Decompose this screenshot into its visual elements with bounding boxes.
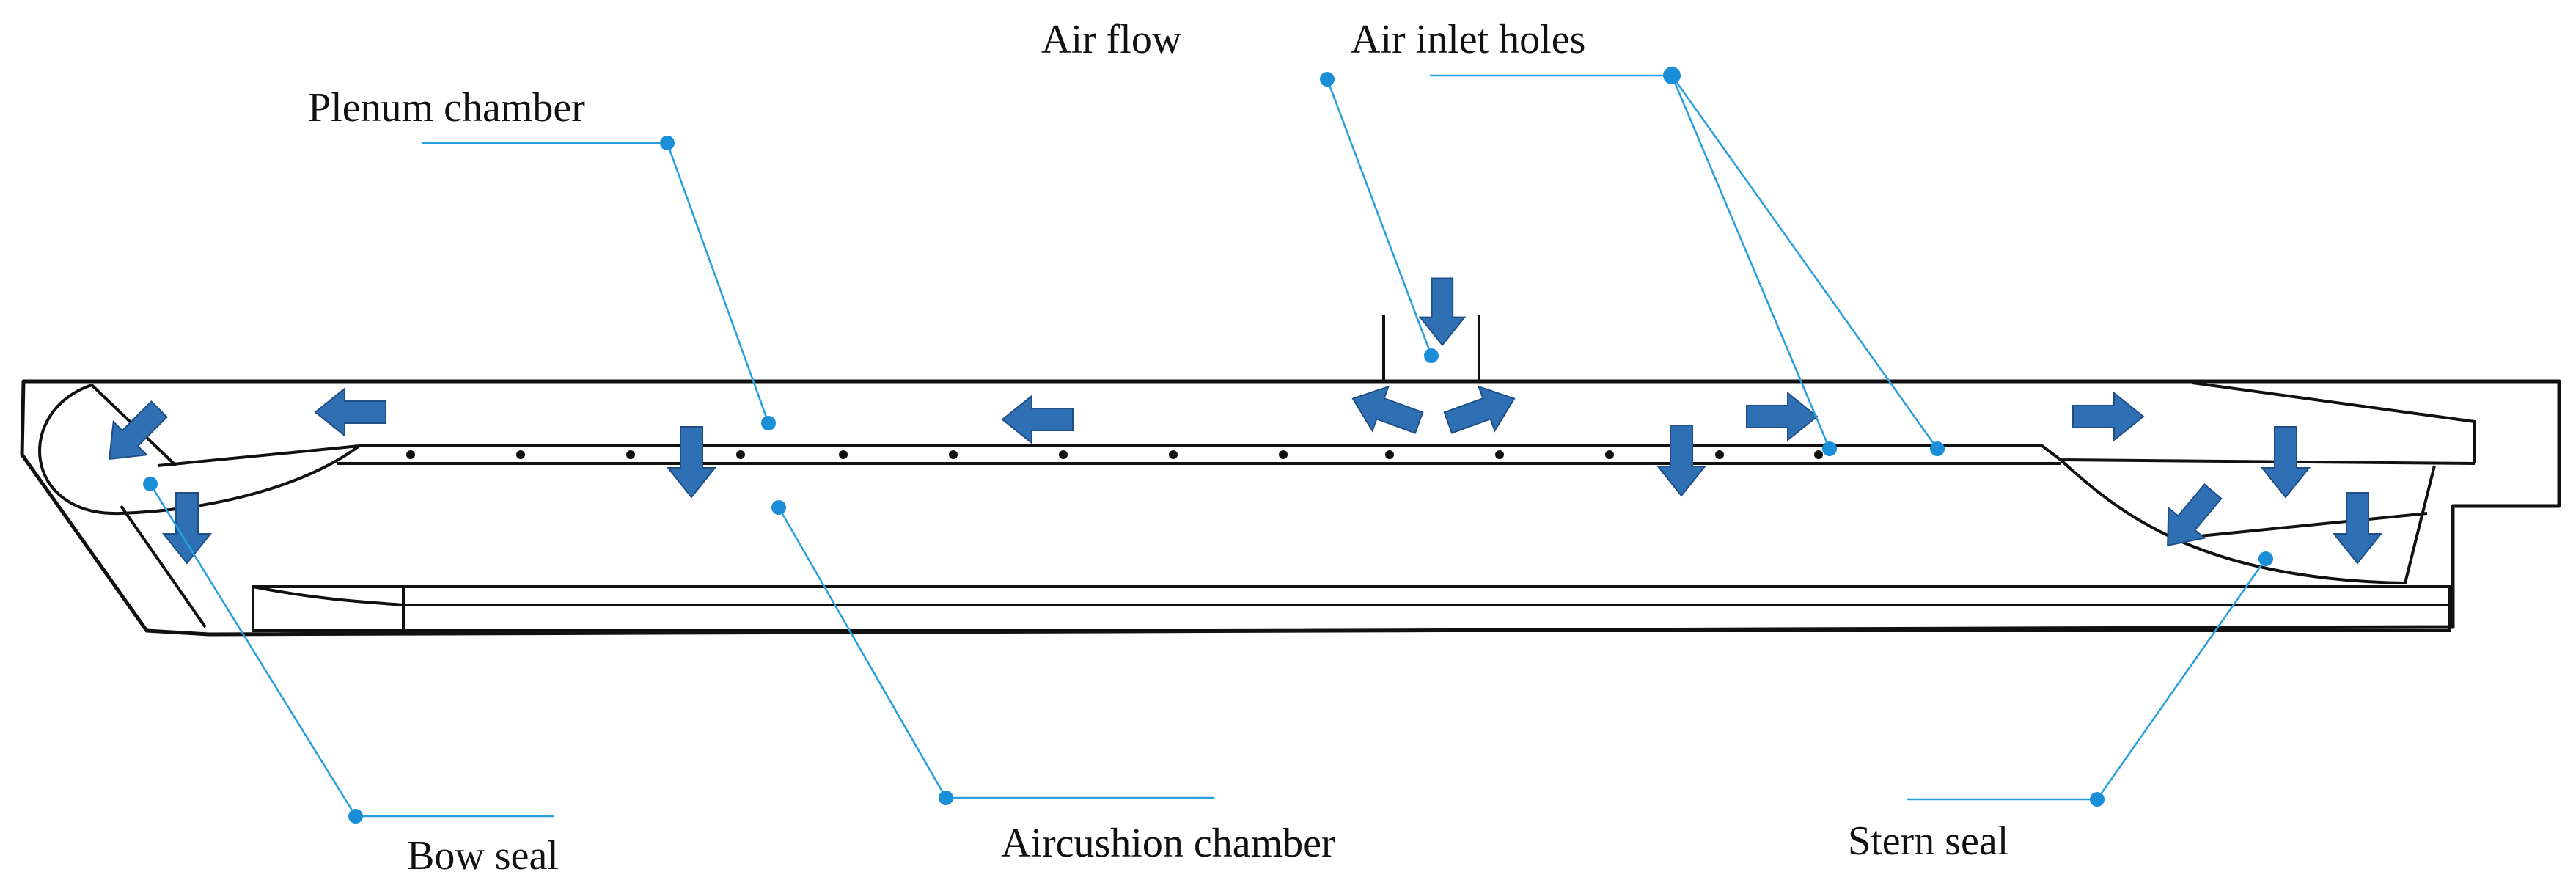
block-arrow-icon — [315, 388, 386, 436]
label-plenum-chamber: Plenum chamber — [308, 85, 585, 131]
label-bow-seal: Bow seal — [407, 833, 559, 879]
block-arrow-icon — [1746, 392, 1818, 441]
air-inlet-holes — [406, 450, 1823, 459]
label-stern-seal: Stern seal — [1848, 818, 2008, 864]
label-air-inlet-holes: Air inlet holes — [1351, 17, 1585, 62]
block-arrow-icon — [1657, 425, 1706, 496]
block-arrow-icon — [1343, 375, 1428, 446]
leader-lines — [143, 67, 2273, 824]
block-arrow-icon — [2148, 475, 2232, 562]
block-arrow-icon — [2072, 392, 2144, 441]
label-air-flow: Air flow — [1041, 17, 1182, 62]
bow-seal-shape — [38, 384, 361, 628]
hull-outline — [20, 379, 2561, 637]
air-duct — [1382, 315, 1480, 381]
block-arrow-icon — [1002, 395, 1074, 444]
block-arrow-icon — [163, 492, 211, 564]
stern-seal-shape — [2059, 381, 2476, 585]
labels: Air flow Air inlet holes Plenum chamber … — [308, 17, 2008, 879]
block-arrow-icon — [2333, 492, 2382, 564]
block-arrow-icon — [1439, 375, 1524, 446]
block-arrow-icon — [92, 392, 177, 477]
flow-arrows — [92, 277, 2382, 564]
label-aircushion-chamber: Aircushion chamber — [1001, 821, 1335, 866]
block-arrow-icon — [1419, 277, 1466, 346]
side-skeg — [252, 585, 2451, 632]
plenum-deck — [157, 444, 2476, 467]
